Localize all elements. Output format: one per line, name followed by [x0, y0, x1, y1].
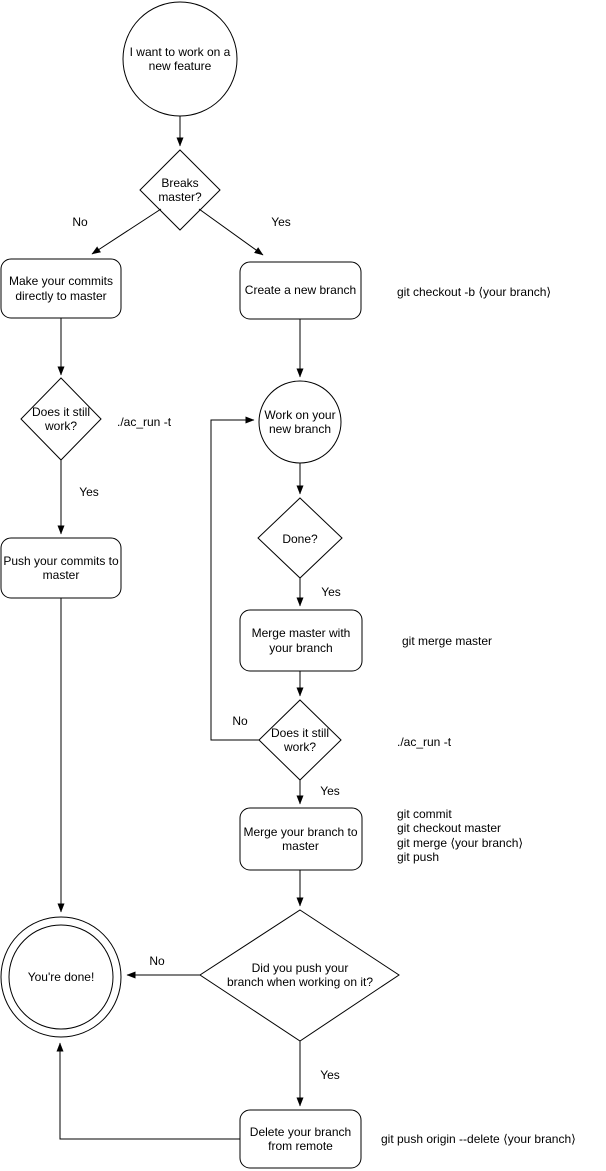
does-work-1-diamond-shape: [20, 377, 102, 461]
annotation-merge-command-block: git commit git checkout master git merge…: [397, 807, 524, 865]
did-push-diamond-shape: [199, 909, 400, 1042]
work-branch-circle-shape: [258, 380, 342, 464]
connector-breaks-create-branch: [198, 208, 264, 256]
youre-done-inner-circle-shape: [8, 924, 114, 1030]
merge-master-rect-shape: [239, 609, 363, 672]
edge-label-yes-done: Yes: [321, 585, 341, 599]
breaks-master-diamond-shape: [139, 149, 221, 231]
edge-label-no-breaks: No: [72, 215, 88, 229]
annotation-git-merge-master: git merge master: [402, 634, 493, 648]
edge-label-yes-did-push: Yes: [320, 1068, 340, 1082]
create-branch-rect-shape: [239, 261, 362, 320]
connector-does-work-2-loopback: [210, 416, 259, 741]
start-circle-shape: [122, 1, 238, 117]
edge-label-yes-breaks: Yes: [271, 215, 291, 229]
edge-label-yes-work-2: Yes: [320, 784, 340, 798]
annotation-git-checkout: git checkout -b ⟨your branch⟩: [397, 285, 552, 299]
connector-breaks-make-commits: [91, 208, 162, 255]
edge-label-yes-work-1: Yes: [79, 485, 99, 499]
make-commits-rect-shape: [0, 258, 122, 319]
edge-label-no-work-2: No: [232, 714, 248, 728]
delete-branch-rect-shape: [239, 1109, 362, 1169]
does-work-2-diamond-shape: [258, 699, 342, 781]
annotation-git-push-delete: git push origin --delete ⟨your branch⟩: [381, 1132, 576, 1146]
merge-branch-rect-shape: [239, 807, 363, 871]
push-commits-rect-shape: [0, 537, 122, 599]
done-q-diamond-shape: [257, 497, 343, 579]
edge-label-no-did-push: No: [149, 954, 165, 968]
connector-delete-branch-done: [56, 1042, 240, 1140]
annotation-ac-run-1: ./ac_run -t: [117, 415, 172, 429]
annotation-ac-run-2: ./ac_run -t: [397, 735, 452, 749]
